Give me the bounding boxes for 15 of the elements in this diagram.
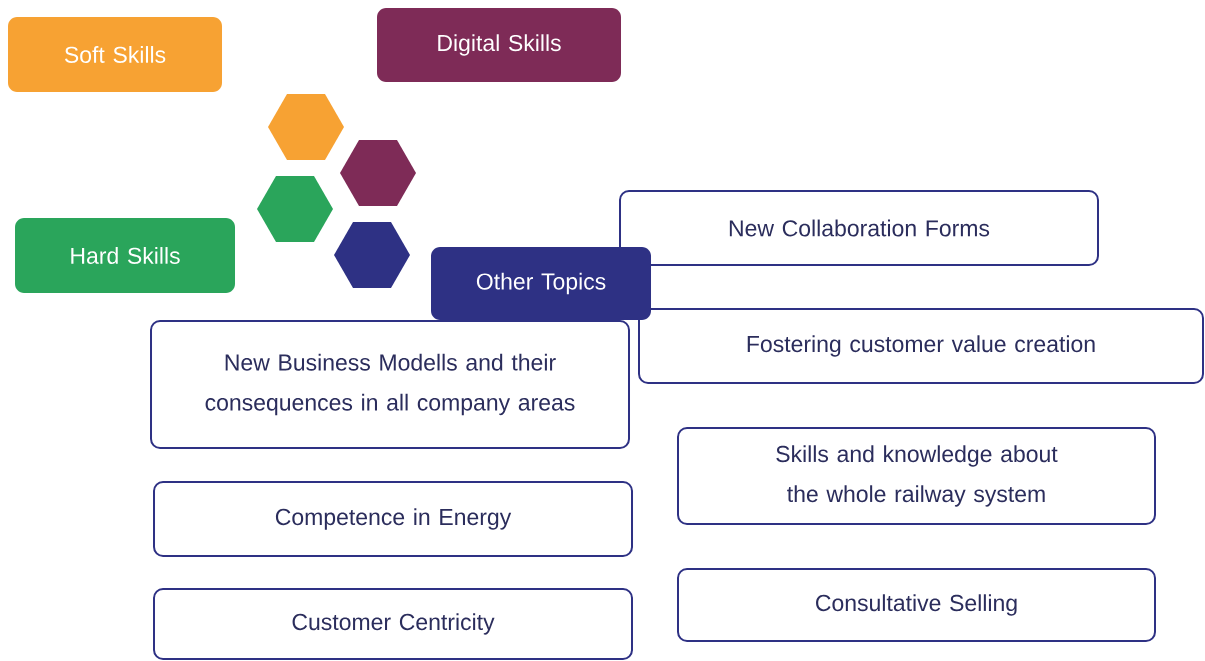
topic-box: Customer Centricity	[153, 588, 633, 660]
topic-box: Skills and knowledge about the whole railway system	[677, 427, 1156, 525]
hexagon-shape	[268, 94, 344, 160]
topic-box: New Collaboration Forms	[619, 190, 1099, 266]
label-tag: Other Topics	[431, 247, 651, 320]
label-tag: Soft Skills	[8, 17, 222, 92]
topic-box: Fostering customer value creation	[638, 308, 1204, 384]
label-tag: Digital Skills	[377, 8, 621, 82]
topic-box: Consultative Selling	[677, 568, 1156, 642]
label-tag: Hard Skills	[15, 218, 235, 293]
hexagon-shape	[340, 140, 416, 206]
hexagon-shape	[334, 222, 410, 288]
topic-box: New Business Modells and their consequences in all company areas	[150, 320, 630, 449]
topic-box: Competence in Energy	[153, 481, 633, 557]
hexagon-shape	[257, 176, 333, 242]
